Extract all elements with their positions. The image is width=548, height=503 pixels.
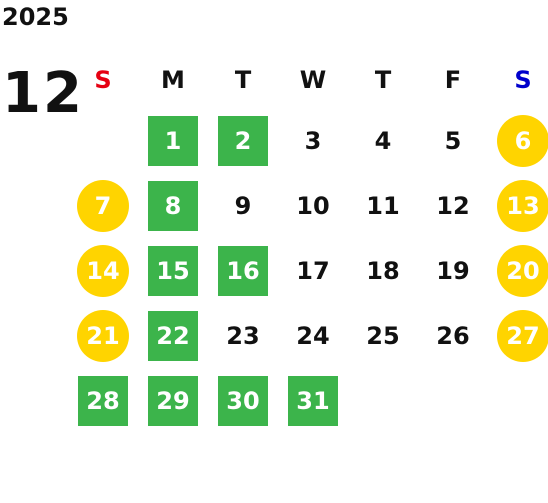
closed-day: 15	[148, 245, 198, 296]
day-cell	[348, 368, 418, 433]
calendar-day: 11	[366, 191, 400, 220]
day-cell	[488, 368, 548, 433]
weekday-header: S	[94, 66, 112, 94]
calendar-day: 23	[226, 321, 260, 350]
weekday-header: T	[234, 66, 252, 94]
day-cell: 31	[278, 368, 348, 433]
day-cell: 4	[348, 108, 418, 173]
closed-day: 16	[218, 245, 268, 296]
day-cell: 22	[138, 303, 208, 368]
day-cell: 29	[138, 368, 208, 433]
calendar-day: 24	[296, 321, 330, 350]
day-cell: 12	[418, 173, 488, 238]
weekend-day: 21	[77, 309, 129, 362]
calendar-day: 9	[234, 191, 252, 220]
closed-day: 8	[148, 180, 198, 231]
day-cell: 2	[208, 108, 278, 173]
day-cell: 20	[488, 238, 548, 303]
day-cell: 11	[348, 173, 418, 238]
day-cell: 13	[488, 173, 548, 238]
closed-day: 30	[218, 375, 268, 426]
weekend-day: 20	[497, 244, 548, 297]
closed-day: 29	[148, 375, 198, 426]
day-cell: 16	[208, 238, 278, 303]
calendar-day: 17	[296, 256, 330, 285]
day-cell	[418, 368, 488, 433]
day-cell: 10	[278, 173, 348, 238]
calendar-year: 2025	[2, 3, 69, 31]
calendar-month: 12	[2, 61, 84, 126]
closed-day: 1	[148, 115, 198, 166]
closed-day: 31	[288, 375, 338, 426]
weekday-header: W	[299, 66, 327, 94]
day-cell: 14	[68, 238, 138, 303]
calendar-day: 25	[366, 321, 400, 350]
calendar-day: 10	[296, 191, 330, 220]
calendar-day: 4	[374, 126, 392, 155]
day-cell: 1	[138, 108, 208, 173]
weekend-day: 6	[497, 114, 548, 167]
day-cell: 27	[488, 303, 548, 368]
day-cell: 8	[138, 173, 208, 238]
closed-day: 28	[78, 375, 128, 426]
weekend-day: 14	[77, 244, 129, 297]
day-cell: 5	[418, 108, 488, 173]
day-cell: 7	[68, 173, 138, 238]
day-cell: 30	[208, 368, 278, 433]
closed-day: 22	[148, 310, 198, 361]
weekday-header: S	[514, 66, 532, 94]
calendar-day: 18	[366, 256, 400, 285]
day-cell: 23	[208, 303, 278, 368]
day-cell: 3	[278, 108, 348, 173]
day-cell: 17	[278, 238, 348, 303]
day-cell: 26	[418, 303, 488, 368]
day-cell: 9	[208, 173, 278, 238]
day-cell: 6	[488, 108, 548, 173]
closed-day: 2	[218, 115, 268, 166]
day-cell	[68, 108, 138, 173]
calendar-day: 5	[444, 126, 462, 155]
weekday-header: F	[444, 66, 462, 94]
weekend-day: 27	[497, 309, 548, 362]
calendar-day: 26	[436, 321, 470, 350]
weekend-day: 7	[77, 179, 129, 232]
weekday-header: M	[161, 66, 185, 94]
day-cell: 18	[348, 238, 418, 303]
weekday-header: T	[374, 66, 392, 94]
calendar-day: 12	[436, 191, 470, 220]
day-cell: 15	[138, 238, 208, 303]
day-cell: 25	[348, 303, 418, 368]
day-cell: 28	[68, 368, 138, 433]
weekend-day: 13	[497, 179, 548, 232]
calendar-day: 3	[304, 126, 322, 155]
calendar-day: 19	[436, 256, 470, 285]
day-cell: 21	[68, 303, 138, 368]
day-cell: 24	[278, 303, 348, 368]
day-cell: 19	[418, 238, 488, 303]
